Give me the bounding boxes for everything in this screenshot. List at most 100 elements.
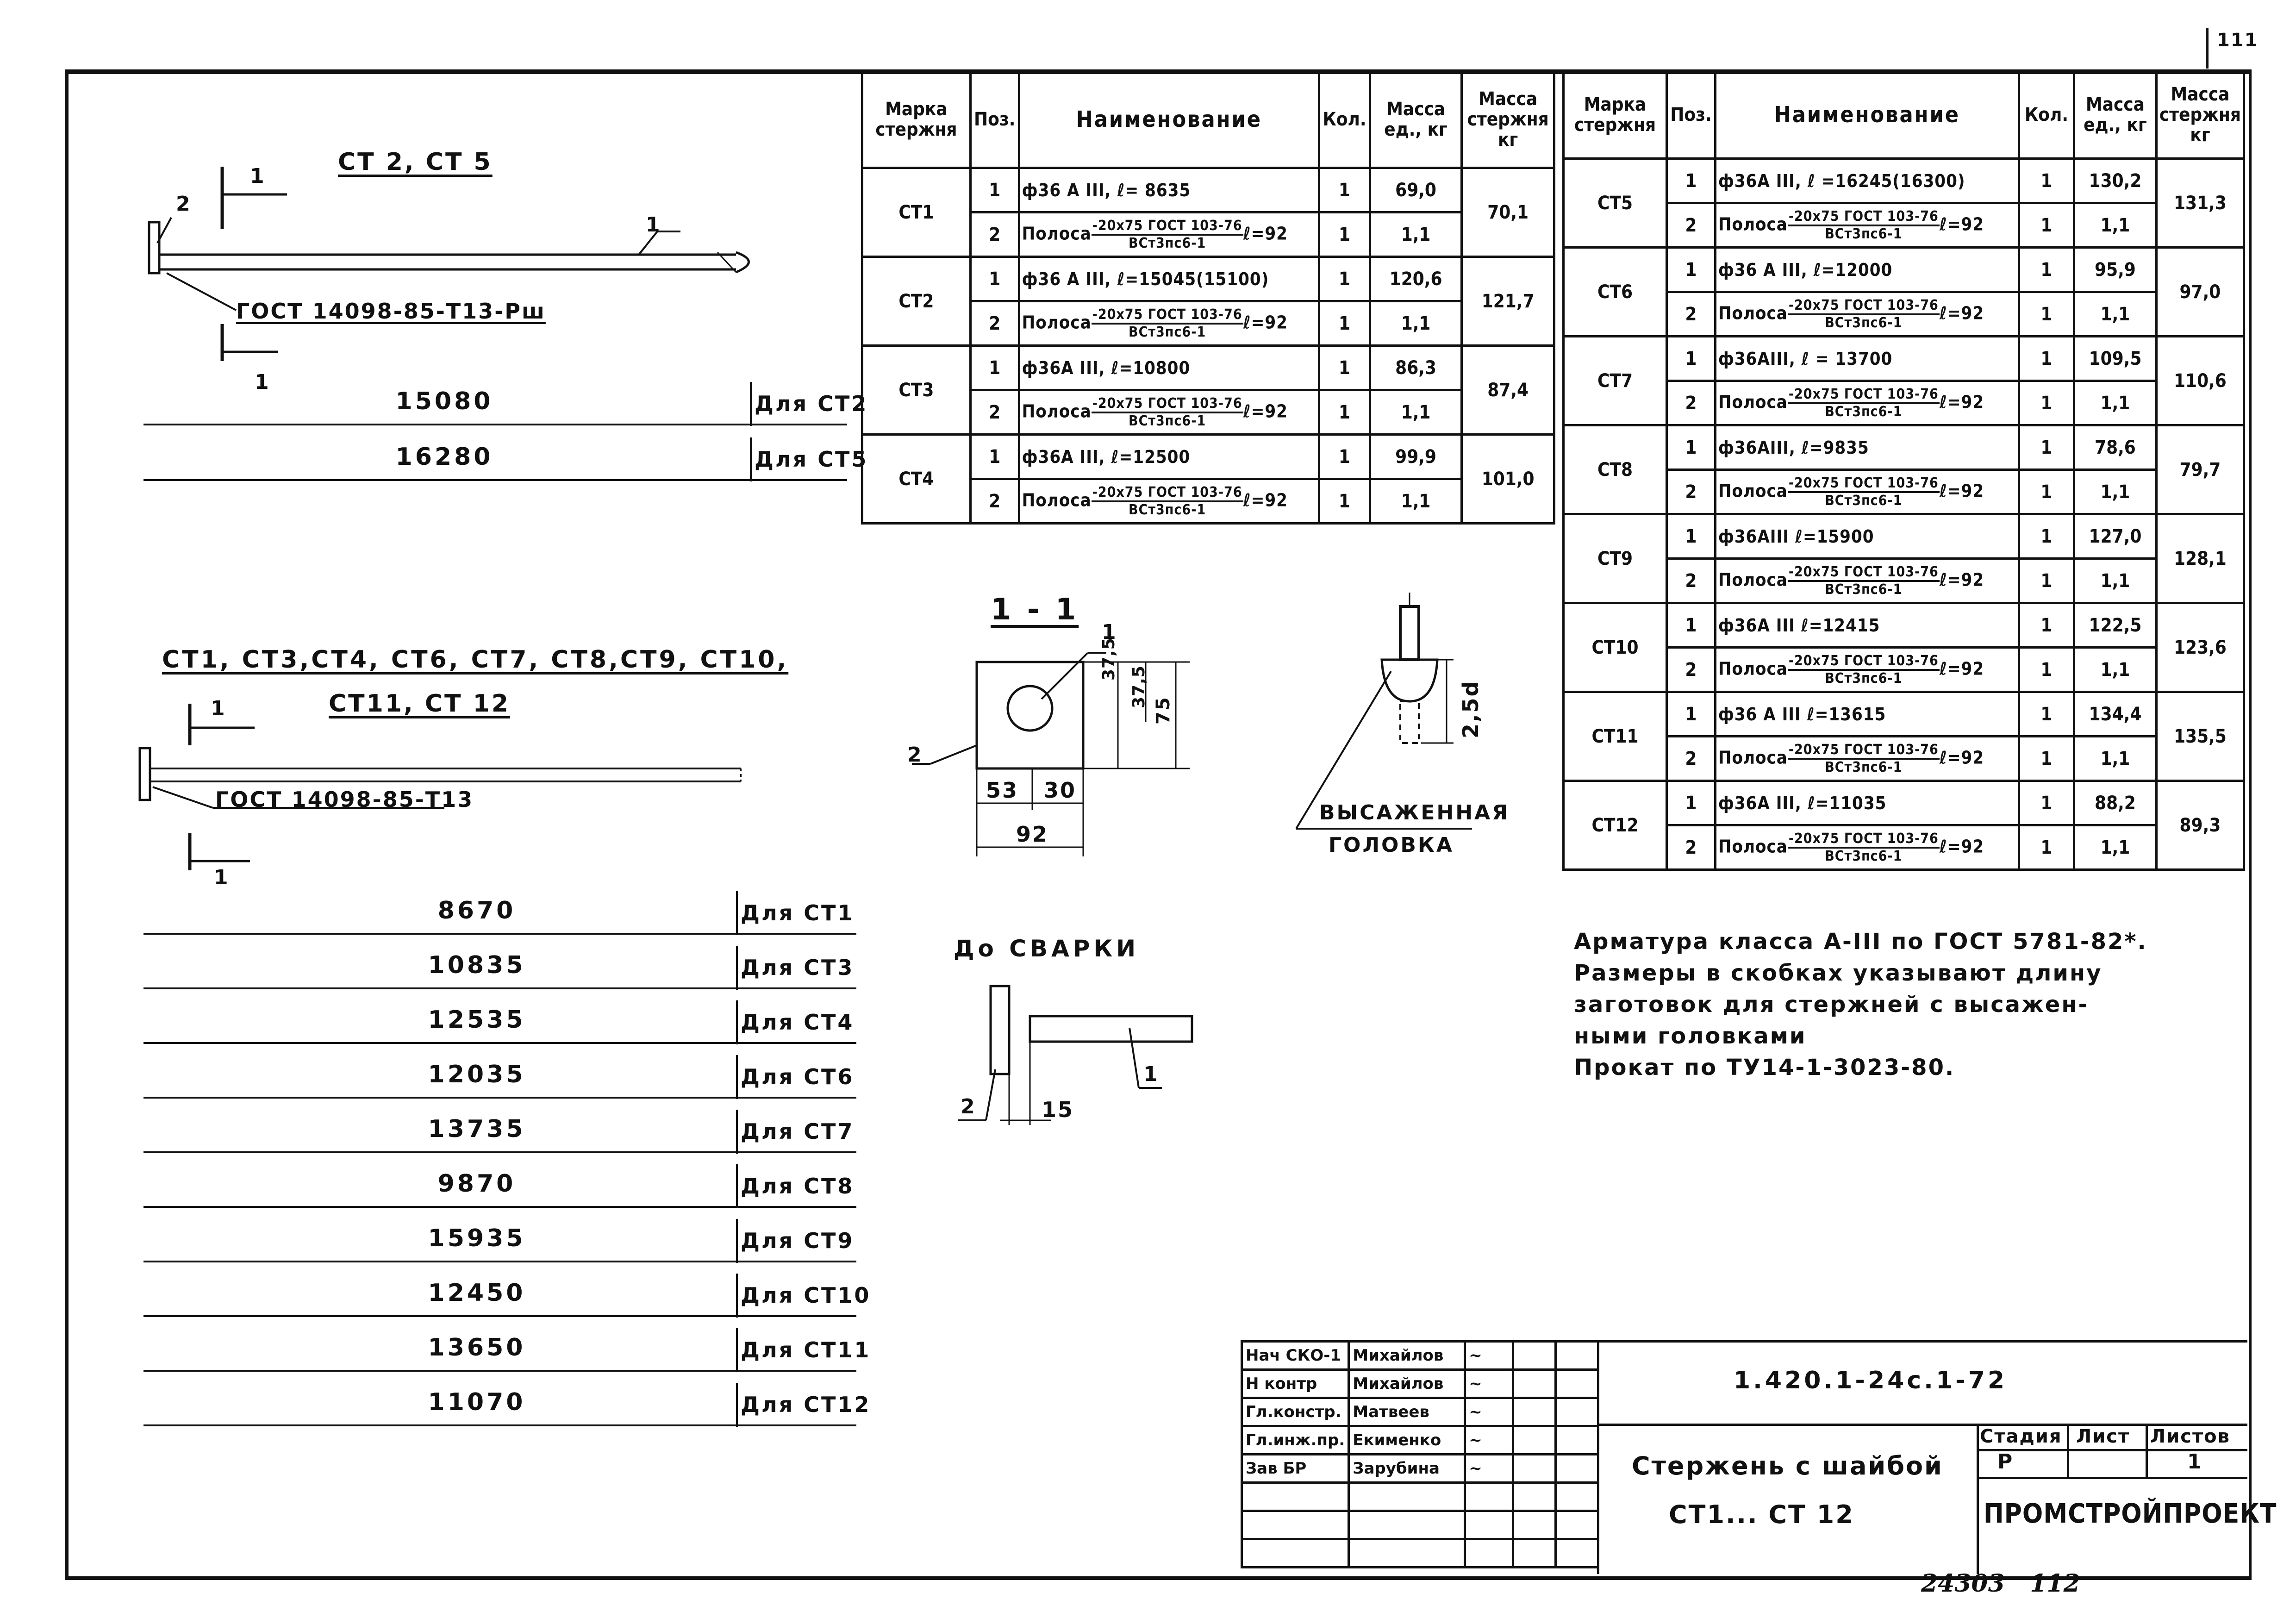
col-mark: Марка стержня [861,69,972,169]
cell-qty: 1 [2017,780,2076,826]
dim-for: Для СТ2 [755,391,868,416]
strip-den: ВСт3пс6-1 [1825,403,1903,420]
sheets-label: Листов [2150,1426,2230,1447]
cell-mass-total: 79,7 [2155,424,2246,515]
title-block-main: 1.420.1-24с.1-72 Стержень с шайбой СТ1..… [1597,1340,2277,1574]
strip-den: ВСт3пс6-1 [1825,225,1903,242]
cell-mass-total: 87,4 [1460,344,1555,436]
strip-len: ℓ=92 [1243,312,1288,332]
cell-mass-unit: 69,0 [1368,167,1463,213]
cell-pos: 2 [1666,824,1716,871]
cell-mass-unit: 1,1 [1368,478,1463,525]
dim-for: Для СТ1 [741,900,855,925]
cell-bar-name: ф36А III, ℓ=11035 [1714,780,2020,826]
cell-qty: 1 [2017,380,2076,426]
cell-mark: СТ1 [861,167,972,258]
section-sketch [912,652,1190,856]
cell-pos: 2 [969,478,1020,525]
cell-mark: СТ12 [1562,780,1668,871]
note-line: Размеры в скобках указывают длину [1574,960,2103,986]
strip-prefix: Полоса [1022,401,1092,421]
cell-mark: СТ7 [1562,335,1668,426]
cell-mass-total: 121,7 [1460,256,1555,347]
drawing2-section-mark-bottom: 1 [214,866,230,889]
signature: ~ [1464,1425,1515,1455]
section-dim-53: 53 [986,778,1019,803]
cell-bar-name: ф36А III, ℓ=12500 [1017,433,1320,480]
cell-pos: 2 [1666,735,1716,782]
cell-qty: 1 [1317,478,1371,525]
drawing1-dim-row: 15080 Для СТ2 [144,377,884,428]
strip-prefix: Полоса [1718,392,1788,412]
cell-mark: СТ11 [1562,691,1668,782]
strip-num: -20х75 ГОСТ 103-76 [1787,564,1940,582]
drawing2-bar-sketch [138,704,742,870]
section-pos2: 2 [907,743,923,767]
strip-prefix: Полоса [1022,223,1092,244]
strip-num: -20х75 ГОСТ 103-76 [1787,742,1940,760]
cell-qty: 1 [2017,157,2076,204]
before-weld-title: До СВАРКИ [954,935,1140,962]
strip-len: ℓ=92 [1939,658,1984,679]
doc-code: 1.420.1-24с.1-72 [1734,1367,2008,1394]
cell-pos: 2 [1666,646,1716,693]
cell-pos: 2 [969,300,1020,347]
person: Михайлов [1348,1340,1466,1371]
section-dim-375a: 37,5 [1099,637,1118,681]
notes: Арматура класса А-III по ГОСТ 5781-82*. … [1574,926,2147,1083]
cell-bar-name: ф36А III, ℓ=10800 [1017,344,1320,391]
strip-len: ℓ=92 [1939,836,1984,856]
section-dim-30: 30 [1044,778,1077,803]
cell-mark: СТ8 [1562,424,1668,515]
cell-mass-unit: 1,1 [2073,646,2158,693]
cell-mass-unit: 78,6 [2073,424,2158,471]
section-pos1: 1 [1102,620,1118,644]
section-title: 1 - 1 [991,593,1079,627]
cell-qty: 1 [2017,824,2076,871]
strip-prefix: Полоса [1022,312,1092,332]
spec-table-left: Марка стержня Поз. Наименование Кол. Мас… [861,69,1555,525]
cell-pos: 2 [1666,202,1716,249]
section-dim-92: 92 [1016,822,1049,847]
note-line: Арматура класса А-III по ГОСТ 5781-82*. [1574,929,2147,955]
cell-qty: 1 [2017,557,2076,604]
cell-mass-total: 110,6 [2155,335,2246,426]
doc-title-line1: Стержень с шайбой [1632,1451,1943,1480]
title-block-signatures: Нач СКО-1 Михайлов ~ Н контр Михайлов ~ … [1240,1340,1599,1568]
head-dim: 2,5d [1458,680,1483,738]
dim-length: 12535 [428,1006,526,1034]
strip-num: -20х75 ГОСТ 103-76 [1091,306,1243,325]
cell-mass-unit: 95,9 [2073,246,2158,293]
strip-len: ℓ=92 [1243,223,1288,244]
cell-pos: 2 [1666,291,1716,337]
person: Матвеев [1348,1397,1466,1427]
cell-pos: 2 [969,211,1020,258]
cell-bar-name: ф36А III ℓ=12415 [1714,602,2020,649]
cell-qty: 1 [2017,246,2076,293]
strip-num: -20х75 ГОСТ 103-76 [1787,297,1940,315]
stage-value: Р [1997,1450,2013,1474]
strip-den: ВСт3пс6-1 [1825,759,1903,775]
dim-for: Для СТ3 [741,955,855,980]
cell-qty: 1 [2017,335,2076,382]
strip-den: ВСт3пс6-1 [1129,501,1206,518]
drawing2-weld-note: ГОСТ 14098-85-Т13 [215,787,474,812]
